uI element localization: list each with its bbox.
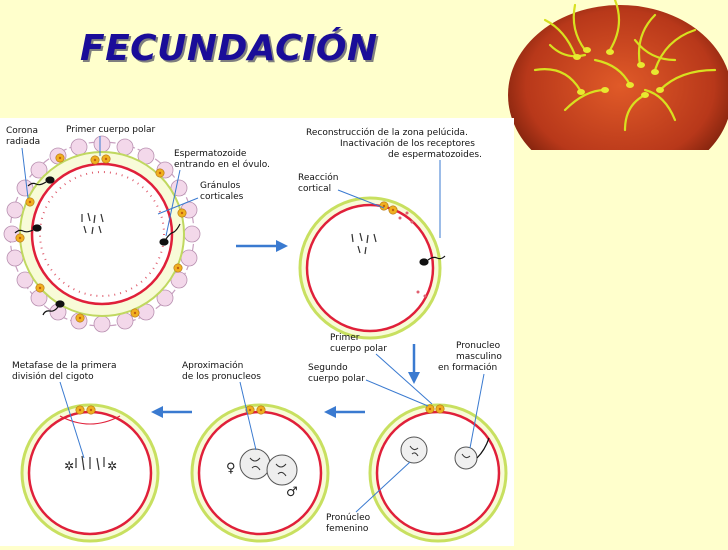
label-reaccion-1: Reacción <box>298 172 339 183</box>
arrow-left-1 <box>324 406 365 418</box>
label-granulos-2: corticales <box>200 192 244 202</box>
label-pm-3: en formación <box>438 362 497 373</box>
label-aprox-2: de los pronucleos <box>182 372 261 382</box>
svg-text:♂: ♂ <box>286 485 298 500</box>
cell-sperm-entry <box>3 135 201 333</box>
svg-text:✲: ✲ <box>64 459 74 473</box>
labels-cell-1: Corona radiada Primer cuerpo polar Esper… <box>6 125 270 237</box>
cell-metaphase: ✲ ✲ <box>20 403 160 543</box>
label-reconstruccion-1: Reconstrucción de la zona pelúcida. <box>306 127 468 138</box>
label-reaccion-2: cortical <box>298 184 331 194</box>
label-corona-2: radiada <box>6 137 40 147</box>
label-granulos-1: Gránulos <box>200 181 241 191</box>
sperm-ovum-photo <box>505 0 728 150</box>
label-reconstruccion-2: Inactivación de los receptores <box>340 138 475 149</box>
label-aprox-1: Aproximación <box>182 360 243 371</box>
label-primer-cuerpo-polar: Primer cuerpo polar <box>66 125 156 135</box>
fertilization-diagram-svg: Corona radiada Primer cuerpo polar Esper… <box>3 125 508 543</box>
label-metafase-1: Metafase de la primera <box>12 361 117 371</box>
labels-cell-2: Reconstrucción de la zona pelúcida. Inac… <box>298 127 482 238</box>
label-reconstruccion-3: de espermatozoides. <box>388 150 482 160</box>
label-pf-1: Pronúcleo <box>326 513 371 523</box>
arrow-right <box>236 240 288 252</box>
label-pm-2: masculino <box>456 352 502 362</box>
slide-title: FECUNDACIÓN <box>80 28 378 69</box>
cell-pronuclei-forming <box>368 403 508 543</box>
label-pm-1: Pronucleo <box>456 341 501 351</box>
arrow-left-2 <box>151 406 192 418</box>
cell-cortical-reaction <box>298 196 446 340</box>
cell-pronuclei-approach: ♀ ♂ <box>190 403 330 543</box>
svg-text:✲: ✲ <box>107 459 117 473</box>
arrow-down <box>408 344 420 384</box>
sperm-cells-on-ovum-photo-icon <box>505 0 728 150</box>
svg-text:♀: ♀ <box>226 461 236 476</box>
label-espermatozoide-1: Espermatozoide <box>174 149 247 159</box>
label-espermatozoide-2: entrando en el óvulo. <box>174 159 270 170</box>
label-scp-2: cuerpo polar <box>308 374 365 384</box>
label-corona-1: Corona <box>6 126 38 136</box>
label-scp-1: Segundo <box>308 363 348 373</box>
fertilization-diagram: Corona radiada Primer cuerpo polar Esper… <box>0 118 514 546</box>
labels-bottom: Primer cuerpo polar Pronucleo masculino … <box>12 333 502 534</box>
label-pf-2: femenino <box>326 524 369 534</box>
label-primer-cp-1: Primer <box>330 333 360 343</box>
label-primer-cp-2: cuerpo polar <box>330 344 387 354</box>
label-metafase-2: división del cigoto <box>12 371 94 382</box>
